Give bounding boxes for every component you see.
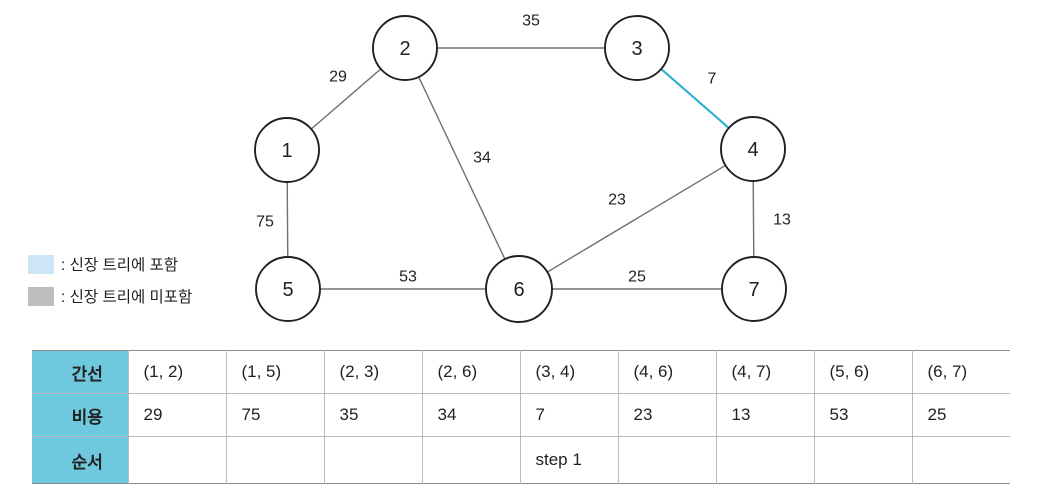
node-label-4: 4 [747,139,758,161]
table-cell-order-row-5 [618,436,717,484]
graph-edge-2-6 [418,76,506,260]
graph-node-4: 4 [720,116,786,182]
node-circle-7 [721,256,787,322]
node-label-3: 3 [631,38,642,60]
node-circle-2 [372,15,438,81]
table-cell-cost-row-1: 75 [226,393,325,437]
edge-weight-4-6: 23 [608,192,626,209]
legend-label-excluded: : 신장 트리에 미포함 [61,289,193,306]
node-circle-4 [720,116,786,182]
graph-node-3: 3 [604,15,670,81]
table-cell-cost-row-3: 34 [422,393,521,437]
edge-weight-5-6: 53 [399,269,417,286]
table-cell-order-row-1 [226,436,325,484]
table-cell-cost-row-8: 25 [912,393,1010,437]
table-cell-order-row-7 [814,436,913,484]
edge-weight-1-5: 75 [256,214,274,231]
node-label-2: 2 [399,38,410,60]
legend-label-included: : 신장 트리에 포함 [61,257,179,274]
graph-node-2: 2 [372,15,438,81]
table-cell-edge-row-8: (6, 7) [912,350,1010,394]
node-label-6: 6 [513,279,524,301]
table-cell-order-row-2 [324,436,423,484]
node-circle-6 [485,255,553,323]
table-cell-edge-row-2: (2, 3) [324,350,423,394]
legend-item-excluded: : 신장 트리에 미포함 [28,282,258,310]
table-cell-cost-row-7: 53 [814,393,913,437]
graph-node-1: 1 [254,117,320,183]
legend-swatch-included [28,254,54,274]
edge-weight-2-3: 35 [522,13,540,30]
table-row-header-2: 순서 [32,436,129,484]
table-cell-order-row-4: step 1 [520,436,619,484]
table-row-edge-row: 간선(1, 2)(1, 5)(2, 3)(2, 6)(3, 4)(4, 6)(4… [32,350,1010,394]
table-cell-cost-row-4: 7 [520,393,619,437]
table-cell-cost-row-2: 35 [324,393,423,437]
edges-layer [286,47,755,290]
legend-item-included: : 신장 트리에 포함 [28,250,258,278]
graph-edge-3-4 [660,68,730,129]
edge-weight-1-2: 29 [329,69,347,86]
legend: : 신장 트리에 포함 : 신장 트리에 미포함 [28,250,258,314]
table-cell-edge-row-6: (4, 7) [716,350,815,394]
graph-edge-1-2 [310,68,382,130]
graph-edge-4-6 [546,164,726,273]
graph-node-7: 7 [721,256,787,322]
graph-node-5: 5 [255,256,321,322]
node-label-1: 1 [281,140,292,162]
table-cell-edge-row-0: (1, 2) [128,350,227,394]
edge-table-body: 간선(1, 2)(1, 5)(2, 3)(2, 6)(3, 4)(4, 6)(4… [32,350,1010,484]
table-row-order-row: 순서 step 1 [32,436,1010,484]
table-cell-order-row-6 [716,436,815,484]
table-cell-cost-row-6: 13 [716,393,815,437]
table-cell-cost-row-0: 29 [128,393,227,437]
edge-table: 간선(1, 2)(1, 5)(2, 3)(2, 6)(3, 4)(4, 6)(4… [32,350,1010,484]
node-label-7: 7 [748,279,759,301]
table-cell-edge-row-7: (5, 6) [814,350,913,394]
node-circle-1 [254,117,320,183]
table-cell-edge-row-3: (2, 6) [422,350,521,394]
node-circle-3 [604,15,670,81]
edge-weight-2-6: 34 [473,150,491,167]
table-cell-order-row-3 [422,436,521,484]
table-cell-cost-row-5: 23 [618,393,717,437]
node-circle-5 [255,256,321,322]
table-cell-edge-row-5: (4, 6) [618,350,717,394]
node-label-5: 5 [282,279,293,301]
graph-edge-1-5 [286,181,289,258]
edge-weight-4-7: 13 [773,212,791,229]
graph-edge-4-7 [752,180,755,258]
table-cell-order-row-0 [128,436,227,484]
graph-node-6: 6 [485,255,553,323]
table-row-header-1: 비용 [32,393,129,437]
table-cell-order-row-8 [912,436,1010,484]
table-row-header-0: 간선 [32,350,129,394]
edge-table-container: 간선(1, 2)(1, 5)(2, 3)(2, 6)(3, 4)(4, 6)(4… [32,350,1010,484]
edge-weight-3-4: 7 [708,71,717,88]
legend-swatch-excluded [28,286,54,306]
table-cell-edge-row-4: (3, 4) [520,350,619,394]
edge-weight-6-7: 25 [628,269,646,286]
table-cell-edge-row-1: (1, 5) [226,350,325,394]
